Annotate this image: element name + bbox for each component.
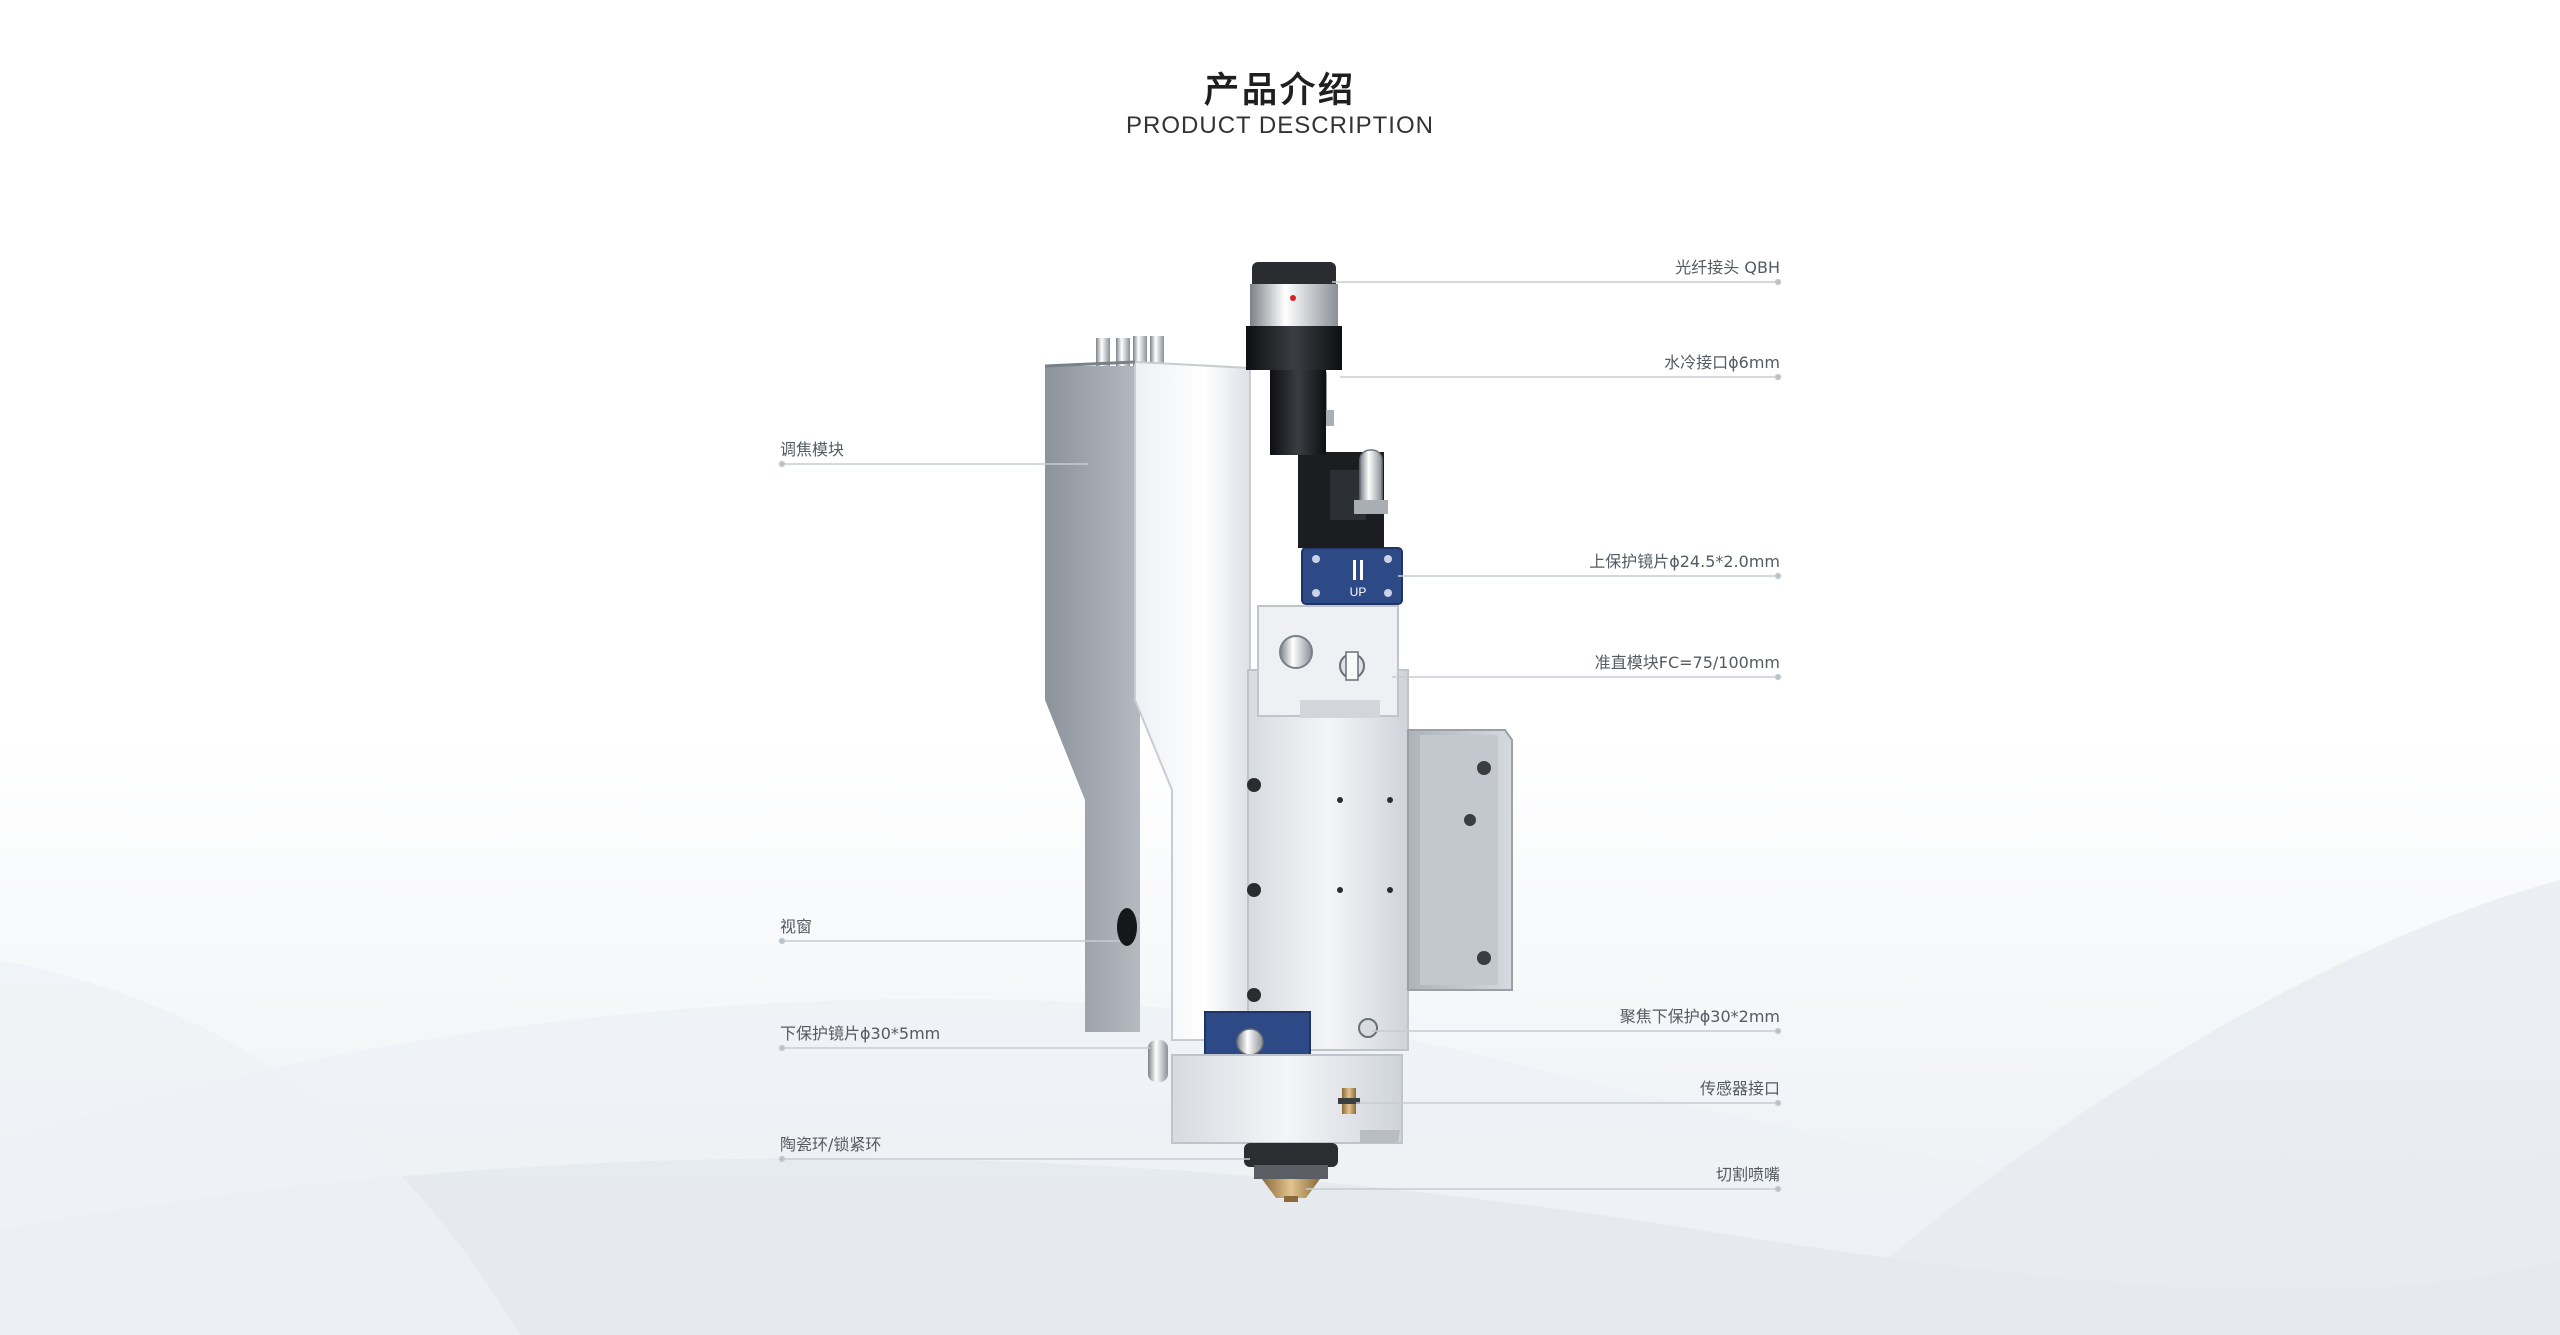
callout-water-cooling-port: 水冷接口ϕ6mm — [1664, 353, 1780, 372]
qbh-connector — [1246, 262, 1342, 455]
page-title: 产品介绍 — [1203, 71, 1356, 111]
callout-lower-protect-lens: 下保护镜片ϕ30*5mm — [780, 1024, 941, 1043]
callout-ceramic-ring: 陶瓷环/锁紧环 — [780, 1135, 882, 1154]
view-window-shape — [1117, 908, 1137, 946]
main-body — [1247, 669, 1409, 1051]
callout-upper-protect-lens: 上保护镜片ϕ24.5*2.0mm — [1589, 552, 1780, 571]
callout-collimation-module: 准直模块FC=75/100mm — [1594, 653, 1780, 672]
collimation-module-shape — [1257, 605, 1399, 717]
focus-module-side — [1045, 366, 1140, 1032]
callout-view-window: 视窗 — [780, 917, 813, 936]
callout-focus-module: 调焦模块 — [780, 440, 845, 459]
nozzle-tip — [1262, 1179, 1320, 1198]
callout-fiber-connector: 光纤接头 QBH — [1675, 258, 1780, 277]
callout-cutting-nozzle: 切割喷嘴 — [1715, 1165, 1780, 1184]
page-subtitle: PRODUCT DESCRIPTION — [1126, 112, 1434, 139]
nozzle-body — [1171, 1054, 1403, 1144]
callout-focus-lower-protect: 聚焦下保护ϕ30*2mm — [1619, 1007, 1780, 1026]
up-mark: UP — [1350, 585, 1367, 599]
callout-sensor-port: 传感器接口 — [1699, 1079, 1780, 1098]
top-fittings — [1096, 336, 1164, 368]
